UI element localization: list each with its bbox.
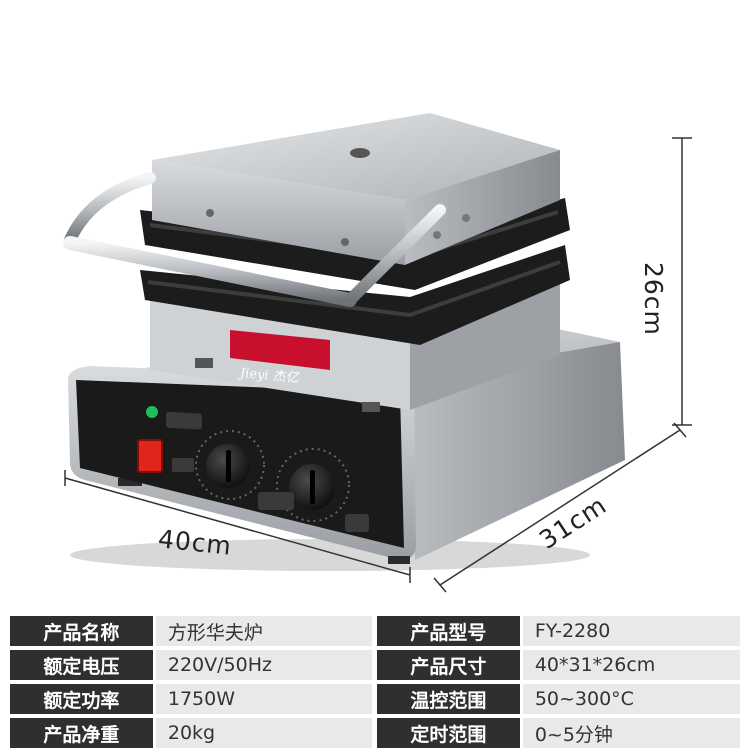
spec-label: 产品净重	[10, 718, 153, 748]
spec-row: 产品净重 20kg 定时范围 0~5分钟	[10, 718, 740, 748]
spec-label: 产品型号	[376, 616, 520, 646]
spec-row: 产品名称 方形华夫炉 产品型号 FY-2280	[10, 616, 740, 646]
spec-value: FY-2280	[519, 616, 740, 646]
base-shadow	[70, 539, 590, 571]
spec-label: 额定电压	[10, 650, 153, 680]
spec-value: 220V/50Hz	[152, 650, 373, 680]
handle	[63, 172, 470, 307]
brand-logo: Jieyi 杰亿	[230, 330, 330, 386]
spec-label: 产品尺寸	[376, 650, 520, 680]
spec-row: 额定功率 1750W 温控范围 50~300°C	[10, 684, 740, 714]
spec-value: 0~5分钟	[519, 718, 740, 748]
control-panel	[76, 380, 404, 548]
spec-label: 额定功率	[10, 684, 153, 714]
product-photo: Jieyi 杰亿	[63, 113, 692, 593]
dimension-lines	[64, 137, 692, 593]
spec-table: 产品名称 方形华夫炉 产品型号 FY-2280 额定电压 220V/50Hz 产…	[10, 612, 740, 752]
spec-value: 20kg	[152, 718, 373, 748]
spec-row: 额定电压 220V/50Hz 产品尺寸 40*31*26cm	[10, 650, 740, 680]
spec-value: 50~300°C	[519, 684, 740, 714]
spec-value: 方形华夫炉	[152, 616, 373, 646]
spec-label: 温控范围	[376, 684, 520, 714]
spec-label: 产品名称	[10, 616, 153, 646]
dimension-height-label: 26cm	[639, 262, 668, 336]
spec-label: 定时范围	[376, 718, 520, 748]
spec-value: 40*31*26cm	[519, 650, 740, 680]
waffle-maker-illustration: Jieyi 杰亿	[63, 113, 692, 593]
top-lid	[152, 113, 560, 265]
svg-text:Jieyi 杰亿: Jieyi 杰亿	[237, 366, 301, 387]
heat-indicator-light	[146, 406, 158, 418]
spec-value: 1750W	[152, 684, 373, 714]
power-switch	[137, 439, 163, 473]
